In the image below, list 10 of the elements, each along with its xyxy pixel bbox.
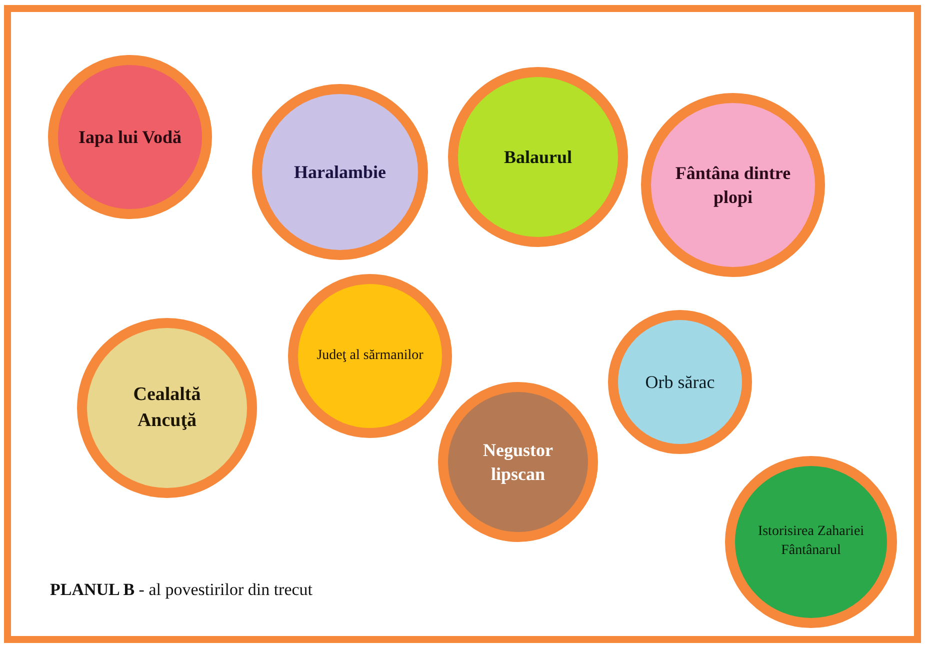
story-title: Iapa lui Vodă (78, 126, 182, 149)
story-title: Judeţ al sărmanilor (316, 346, 424, 365)
story-title: Haralambie (294, 160, 386, 184)
story-title: Orb sărac (645, 370, 715, 394)
story-title: Fântâna dintre plopi (674, 162, 792, 209)
plan-caption: PLANUL B - al povestirilor din trecut (50, 580, 313, 600)
story-title: Cealaltă Ancuţă (132, 383, 202, 433)
story-title: Balaurul (504, 146, 572, 169)
story-title: Istorisirea Zahariei Fântânarul (756, 523, 866, 560)
story-title: Negustor lipscan (482, 438, 554, 486)
